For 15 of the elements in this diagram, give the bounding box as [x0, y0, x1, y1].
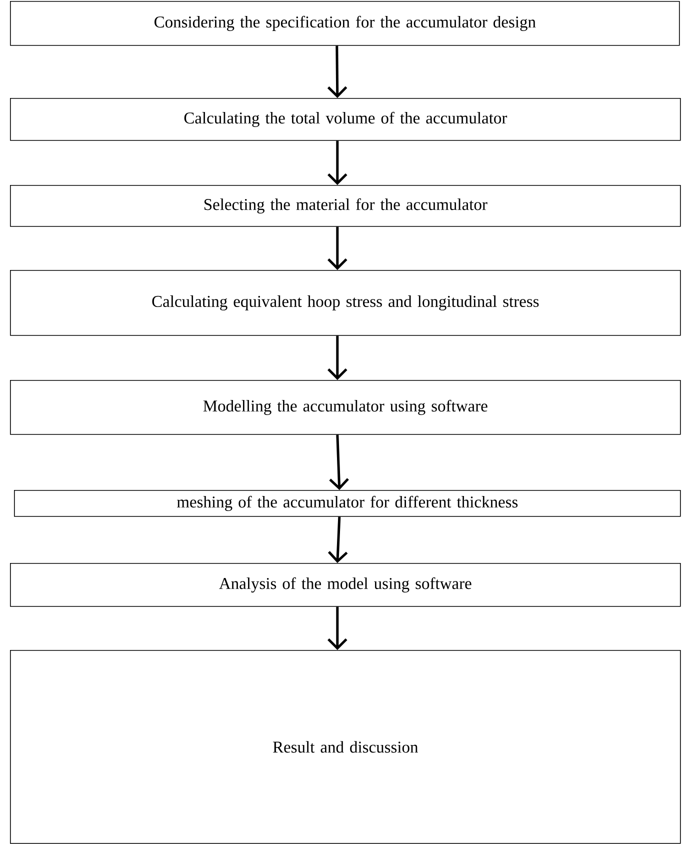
arrow [328, 140, 348, 185]
arrow [328, 226, 348, 270]
arrow [328, 336, 348, 380]
arrow [329, 434, 349, 490]
process-box: Considering the specification for the accumulator design [10, 1, 680, 46]
process-box: Analysis of the model using software [10, 563, 681, 607]
process-box: Result and discussion [10, 650, 681, 844]
arrow [328, 606, 348, 650]
process-box: meshing of the accumulator for different thickness [14, 490, 681, 517]
arrow [327, 46, 348, 98]
arrow [328, 516, 348, 563]
process-box: Calculating the total volume of the accumulator [10, 98, 681, 141]
process-box: Modelling the accumulator using software [10, 380, 681, 435]
process-box: Calculating equivalent hoop stress and longitudinal stress [10, 270, 681, 336]
process-box: Selecting the material for the accumulator [10, 185, 681, 227]
